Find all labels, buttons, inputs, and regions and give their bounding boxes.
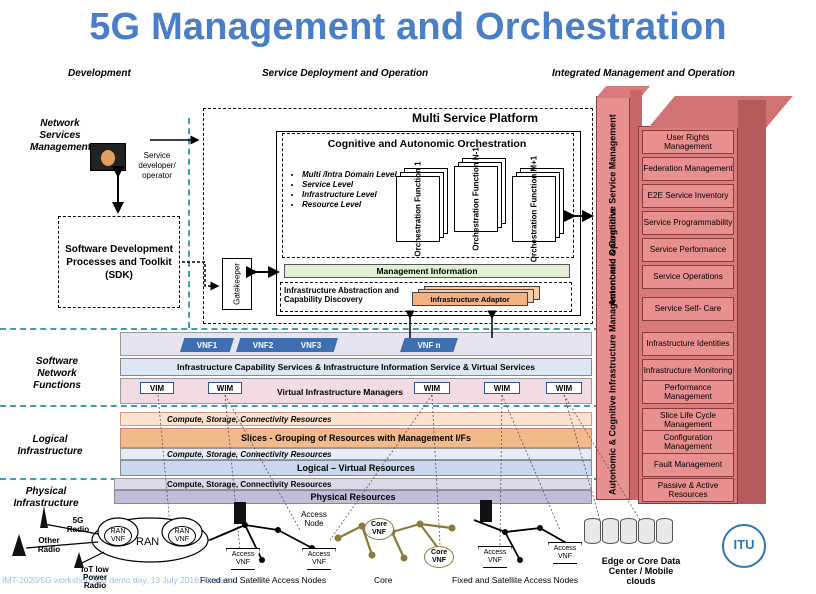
- multi-service-platform-title: Multi Service Platform: [412, 111, 539, 125]
- itu-logo-icon: ITU: [722, 524, 766, 568]
- page-title: 5G Management and Orchestration: [89, 6, 727, 48]
- cell-infrastructure-identities: Infrastructure Identities: [642, 332, 734, 356]
- column-service-deployment: Service Deployment and Operation: [262, 68, 429, 79]
- label-fixed-satellite-1: Fixed and Satellite Access Nodes: [200, 575, 327, 585]
- vnf-1: VNF1: [180, 338, 234, 352]
- divider-dashed-1: [0, 328, 600, 332]
- cell-service-operations: Service Operations: [642, 265, 734, 289]
- datacenter-icon-4: [638, 518, 655, 544]
- datacenter-icon-1: [584, 518, 601, 544]
- edge-core-label: Edge or Core Data Center / Mobile clouds: [601, 556, 681, 586]
- label-fixed-satellite-2: Fixed and Satellite Access Nodes: [452, 575, 579, 585]
- label-software-network-functions: Software Network Functions: [33, 356, 81, 391]
- capability-services-bar: Infrastructure Capability Services & Inf…: [120, 358, 592, 376]
- wim-box-3: WIM: [484, 382, 520, 394]
- right-stack-side: [738, 100, 766, 504]
- css-label-3: Compute, Storage, Connectivity Resources: [167, 480, 332, 489]
- infra-abstraction-label: Infrastructure Abstraction and Capabilit…: [284, 286, 399, 304]
- label-other-radio: Other Radio: [37, 536, 61, 554]
- level-item: Service Level: [302, 180, 398, 190]
- footer-text: IMT-2020/5G workshop and demo day, 13 Ju…: [2, 575, 234, 585]
- tower-icon-5g: [40, 506, 48, 528]
- person-icon: [101, 150, 115, 166]
- label-5g-radio: 5G Radio: [66, 516, 90, 534]
- core-vnf-2: Core VNF: [424, 546, 454, 568]
- developer-avatar: [90, 143, 126, 171]
- css-label-2: Compute, Storage, Connectivity Resources: [167, 450, 332, 459]
- datacenter-icon-2: [602, 518, 619, 544]
- sdk-line1: Software Development: [65, 243, 173, 255]
- cell-e2e-service-inventory: E2E Service Inventory: [642, 184, 734, 208]
- cell-fault-management: Fault Management: [642, 453, 734, 477]
- datacenter-icon-5: [656, 518, 673, 544]
- wim-box-2: WIM: [414, 382, 450, 394]
- css-bar-3: Compute, Storage, Connectivity Resources: [114, 478, 592, 490]
- column-development: Development: [68, 68, 131, 79]
- level-item: Multi /Intra Domain Level: [302, 170, 398, 180]
- cell-federation-management: Federation Management: [642, 157, 734, 181]
- wim-box-1: WIM: [208, 382, 242, 394]
- vnf-n: VNF n: [400, 338, 458, 352]
- sdk-line2: Processes and Toolkit: [66, 256, 172, 268]
- label-network-services-management: Network Services Management: [30, 118, 92, 153]
- developer-label: Service developer/ operator: [138, 151, 176, 180]
- access-vnf-3: Access VNF: [478, 546, 512, 568]
- label-logical-infrastructure: Logical Infrastructure: [17, 434, 83, 457]
- cell-passive-active-resources: Passive & Active Resources: [642, 478, 734, 502]
- vertical-column-front: [596, 96, 630, 500]
- divider-dashed-vertical: [188, 118, 190, 328]
- ran-vnf-2: RAN VNF: [168, 526, 196, 546]
- logical-virtual-bar: Logical – Virtual Resources: [120, 460, 592, 476]
- orchestration-levels: Multi /Intra Domain Level Service Level …: [292, 170, 398, 210]
- ran-vnf-1: RAN VNF: [104, 526, 132, 546]
- cognitive-orchestration-title: Cognitive and Autonomic Orchestration: [327, 138, 527, 150]
- wim-box-4: WIM: [546, 382, 582, 394]
- column-integrated: Integrated Management and Operation: [552, 68, 735, 79]
- tower-icon-iot: [74, 552, 84, 568]
- infrastructure-adaptor: Infrastructure Adaptor: [412, 292, 528, 306]
- itu-logo-text: ITU: [733, 537, 755, 552]
- cell-service-programmability: Service Programmability: [642, 211, 734, 235]
- label-iot-radio: IoT low Power Radio: [81, 565, 109, 590]
- vim-box: VIM: [140, 382, 174, 394]
- slices-bar: Slices - Grouping of Resources with Mana…: [120, 428, 592, 448]
- physical-resources-bar: Physical Resources: [114, 490, 592, 504]
- virtual-infra-managers-label: Virtual Infrastructure Managers: [277, 387, 403, 397]
- access-node-label: Access Node: [301, 510, 327, 528]
- cell-user-rights-management: User Rights Management: [642, 130, 734, 154]
- css-bar-2: Compute, Storage, Connectivity Resources: [120, 448, 592, 460]
- css-bar-1: Compute, Storage, Connectivity Resources: [120, 412, 592, 426]
- orchestration-function-n-1: Orchestration Function N-1: [454, 147, 498, 251]
- cell-configuration-management: Configuration Management: [642, 430, 734, 454]
- label-physical-infrastructure: Physical Infrastructure: [13, 486, 79, 509]
- cell-performance-management: Performance Management: [642, 380, 734, 404]
- cognitive-orchestration-inner: [282, 133, 574, 258]
- ran-label: RAN: [136, 536, 160, 548]
- divider-dashed-2: [0, 405, 600, 407]
- cell-service-performance: Service Performance: [642, 238, 734, 262]
- access-vnf-2: Access VNF: [302, 548, 336, 570]
- access-vnf-4: Access VNF: [548, 542, 582, 564]
- vnf-2: VNF2: [236, 338, 290, 352]
- datacenter-icon-3: [620, 518, 637, 544]
- sdk-line3: (SDK): [105, 269, 133, 281]
- infra-abstraction-box: [280, 282, 572, 312]
- antenna-icon-2: [480, 500, 492, 522]
- access-vnf-1: Access VNF: [226, 548, 260, 570]
- sdk-box: Software Development Processes and Toolk…: [58, 216, 180, 308]
- level-item: Infrastructure Level: [302, 190, 398, 200]
- vnf-3: VNF3: [284, 338, 338, 352]
- level-item: Resource Level: [302, 200, 398, 210]
- management-information-bar: Management Information: [284, 264, 570, 278]
- core-vnf-1: Core VNF: [364, 518, 394, 540]
- orchestration-function-m-1: Orchestration Function M+1: [512, 156, 556, 262]
- cell-service-self-care: Service Self- Care: [642, 297, 734, 321]
- orchestration-function-1: Orchestration Function 1: [396, 161, 440, 257]
- css-label-1: Compute, Storage, Connectivity Resources: [167, 415, 332, 424]
- antenna-icon-1: [234, 502, 246, 524]
- label-core: Core: [374, 575, 393, 585]
